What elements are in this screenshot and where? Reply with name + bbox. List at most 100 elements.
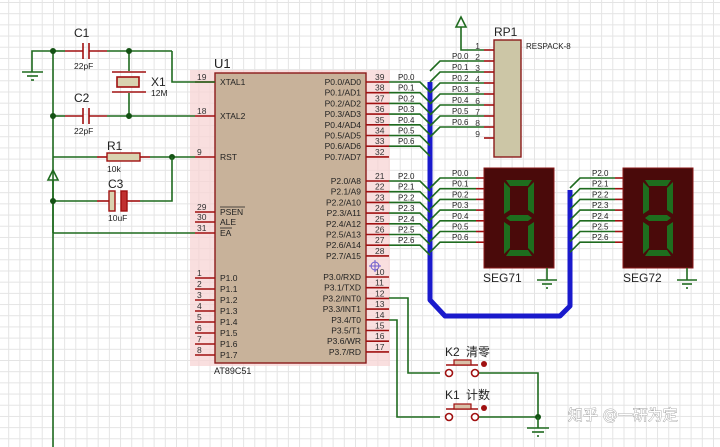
segment xyxy=(504,182,510,214)
pin-number: 35 xyxy=(375,115,385,125)
seven-segment-seg72[interactable]: SEG72 xyxy=(622,167,697,289)
r1-value: 10k xyxy=(107,164,121,174)
net-label: P2.5 xyxy=(398,226,415,235)
segment xyxy=(506,250,532,256)
net-wire xyxy=(569,209,615,221)
pin-name: P1.6 xyxy=(220,339,238,349)
net-label: P2.1 xyxy=(592,180,609,189)
c1-value: 22pF xyxy=(74,61,93,71)
net-wire xyxy=(389,113,431,125)
pin-number: 12 xyxy=(375,288,385,298)
x1-value: 12M xyxy=(151,88,168,98)
net-wire xyxy=(389,233,431,246)
pin-number: 4 xyxy=(197,301,202,311)
pin-number: 5 xyxy=(197,312,202,322)
pin-name: P0.0/AD0 xyxy=(325,77,362,87)
net-label: P2.5 xyxy=(592,223,609,232)
net-wire xyxy=(389,91,431,104)
pin-name: P3.5/T1 xyxy=(331,326,361,336)
segment xyxy=(667,222,673,254)
segment xyxy=(643,182,649,214)
rp1-ref: RP1 xyxy=(494,25,518,39)
segment xyxy=(667,182,673,214)
pin-name: P0.5/AD5 xyxy=(325,131,362,141)
net-label: P0.5 xyxy=(398,127,415,136)
net-label: P0.1 xyxy=(398,84,415,93)
net-wire xyxy=(569,198,615,210)
capacitor-icon xyxy=(108,190,116,212)
net-label: P0.3 xyxy=(398,105,415,114)
pin-number: 7 xyxy=(475,107,480,117)
pin-number: 21 xyxy=(375,171,385,181)
seven-segment-seg71[interactable]: SEG71 xyxy=(483,167,557,289)
k1-ref: K1 xyxy=(445,388,460,402)
net-label: P0.0 xyxy=(452,52,469,61)
digit-8-icon xyxy=(643,180,673,256)
pin-number: 37 xyxy=(375,93,385,103)
pin-number: 10 xyxy=(375,267,385,277)
pin-name: EA xyxy=(220,228,232,238)
r1-ref: R1 xyxy=(107,139,123,153)
pin-number: 11 xyxy=(375,278,384,288)
pin-number: 2 xyxy=(475,52,480,62)
net-label: P0.2 xyxy=(452,74,469,83)
pin-name: ALE xyxy=(220,217,236,227)
net-wire xyxy=(569,220,615,232)
net-wire xyxy=(389,212,431,224)
pin-name: P1.7 xyxy=(220,350,238,360)
pin-number: 16 xyxy=(375,331,385,341)
pin-number: 34 xyxy=(375,126,385,136)
net-label: P0.5 xyxy=(452,223,469,232)
net-wire xyxy=(429,104,484,116)
pin-name: P1.5 xyxy=(220,328,238,338)
pin-name: P2.6/A14 xyxy=(326,240,361,250)
button-k1[interactable]: K1 计数 xyxy=(389,319,549,437)
net-label: P0.0 xyxy=(398,73,415,82)
pin-number: 7 xyxy=(197,334,202,344)
pin-name: P0.1/AD1 xyxy=(325,88,362,98)
pin-number: 33 xyxy=(375,136,385,146)
net-wire xyxy=(429,82,484,94)
pin-number: 19 xyxy=(197,72,207,82)
net-wire xyxy=(389,190,431,203)
pin-number: 29 xyxy=(197,202,207,212)
segment xyxy=(528,222,534,254)
pin-name: P3.7/RD xyxy=(329,347,361,357)
pin-name: P2.1/A9 xyxy=(331,187,362,197)
pin-number: 3 xyxy=(475,63,480,73)
pin-name: XTAL1 xyxy=(220,77,246,87)
net-wire xyxy=(389,244,431,256)
data-bus xyxy=(427,82,573,319)
segment xyxy=(528,182,534,214)
c3-ref: C3 xyxy=(108,177,124,191)
net-wire xyxy=(389,145,431,157)
net-label: P0.2 xyxy=(398,94,415,103)
segment xyxy=(643,222,649,254)
c1-ref: C1 xyxy=(74,26,90,40)
net-label: P2.6 xyxy=(592,233,609,242)
net-label: P0.0 xyxy=(452,169,469,178)
net-wire xyxy=(429,198,476,210)
net-wire xyxy=(569,177,615,189)
pin-name: P3.6/WR xyxy=(327,336,361,346)
k1-label: 计数 xyxy=(466,387,490,402)
net-label: P0.2 xyxy=(452,190,469,199)
net-wire xyxy=(429,241,476,253)
pin-number: 22 xyxy=(375,182,385,192)
pin-name: P3.2/INT0 xyxy=(323,293,362,303)
pin-name: P0.4/AD4 xyxy=(325,120,362,130)
pin-name: P3.0/RXD xyxy=(323,272,361,282)
net-label: P0.5 xyxy=(452,107,469,116)
net-label: P0.6 xyxy=(452,233,469,242)
pin-name: P1.3 xyxy=(220,306,238,316)
pin-number: 8 xyxy=(475,118,480,128)
mcu-ref: U1 xyxy=(214,56,231,71)
net-label: P0.4 xyxy=(398,116,415,125)
net-wire xyxy=(429,177,476,189)
button-k2[interactable]: K2 清零 xyxy=(389,297,539,417)
net-label: P2.4 xyxy=(398,215,415,224)
net-label: P2.1 xyxy=(398,183,415,192)
pin-number: 1 xyxy=(475,41,480,51)
